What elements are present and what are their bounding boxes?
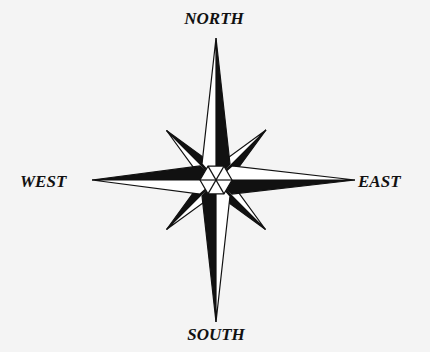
direction-label: SOUTH (187, 326, 245, 343)
direction-label: EAST (358, 173, 401, 190)
direction-label: WEST (20, 173, 66, 190)
direction-label: NORTH (184, 10, 244, 27)
